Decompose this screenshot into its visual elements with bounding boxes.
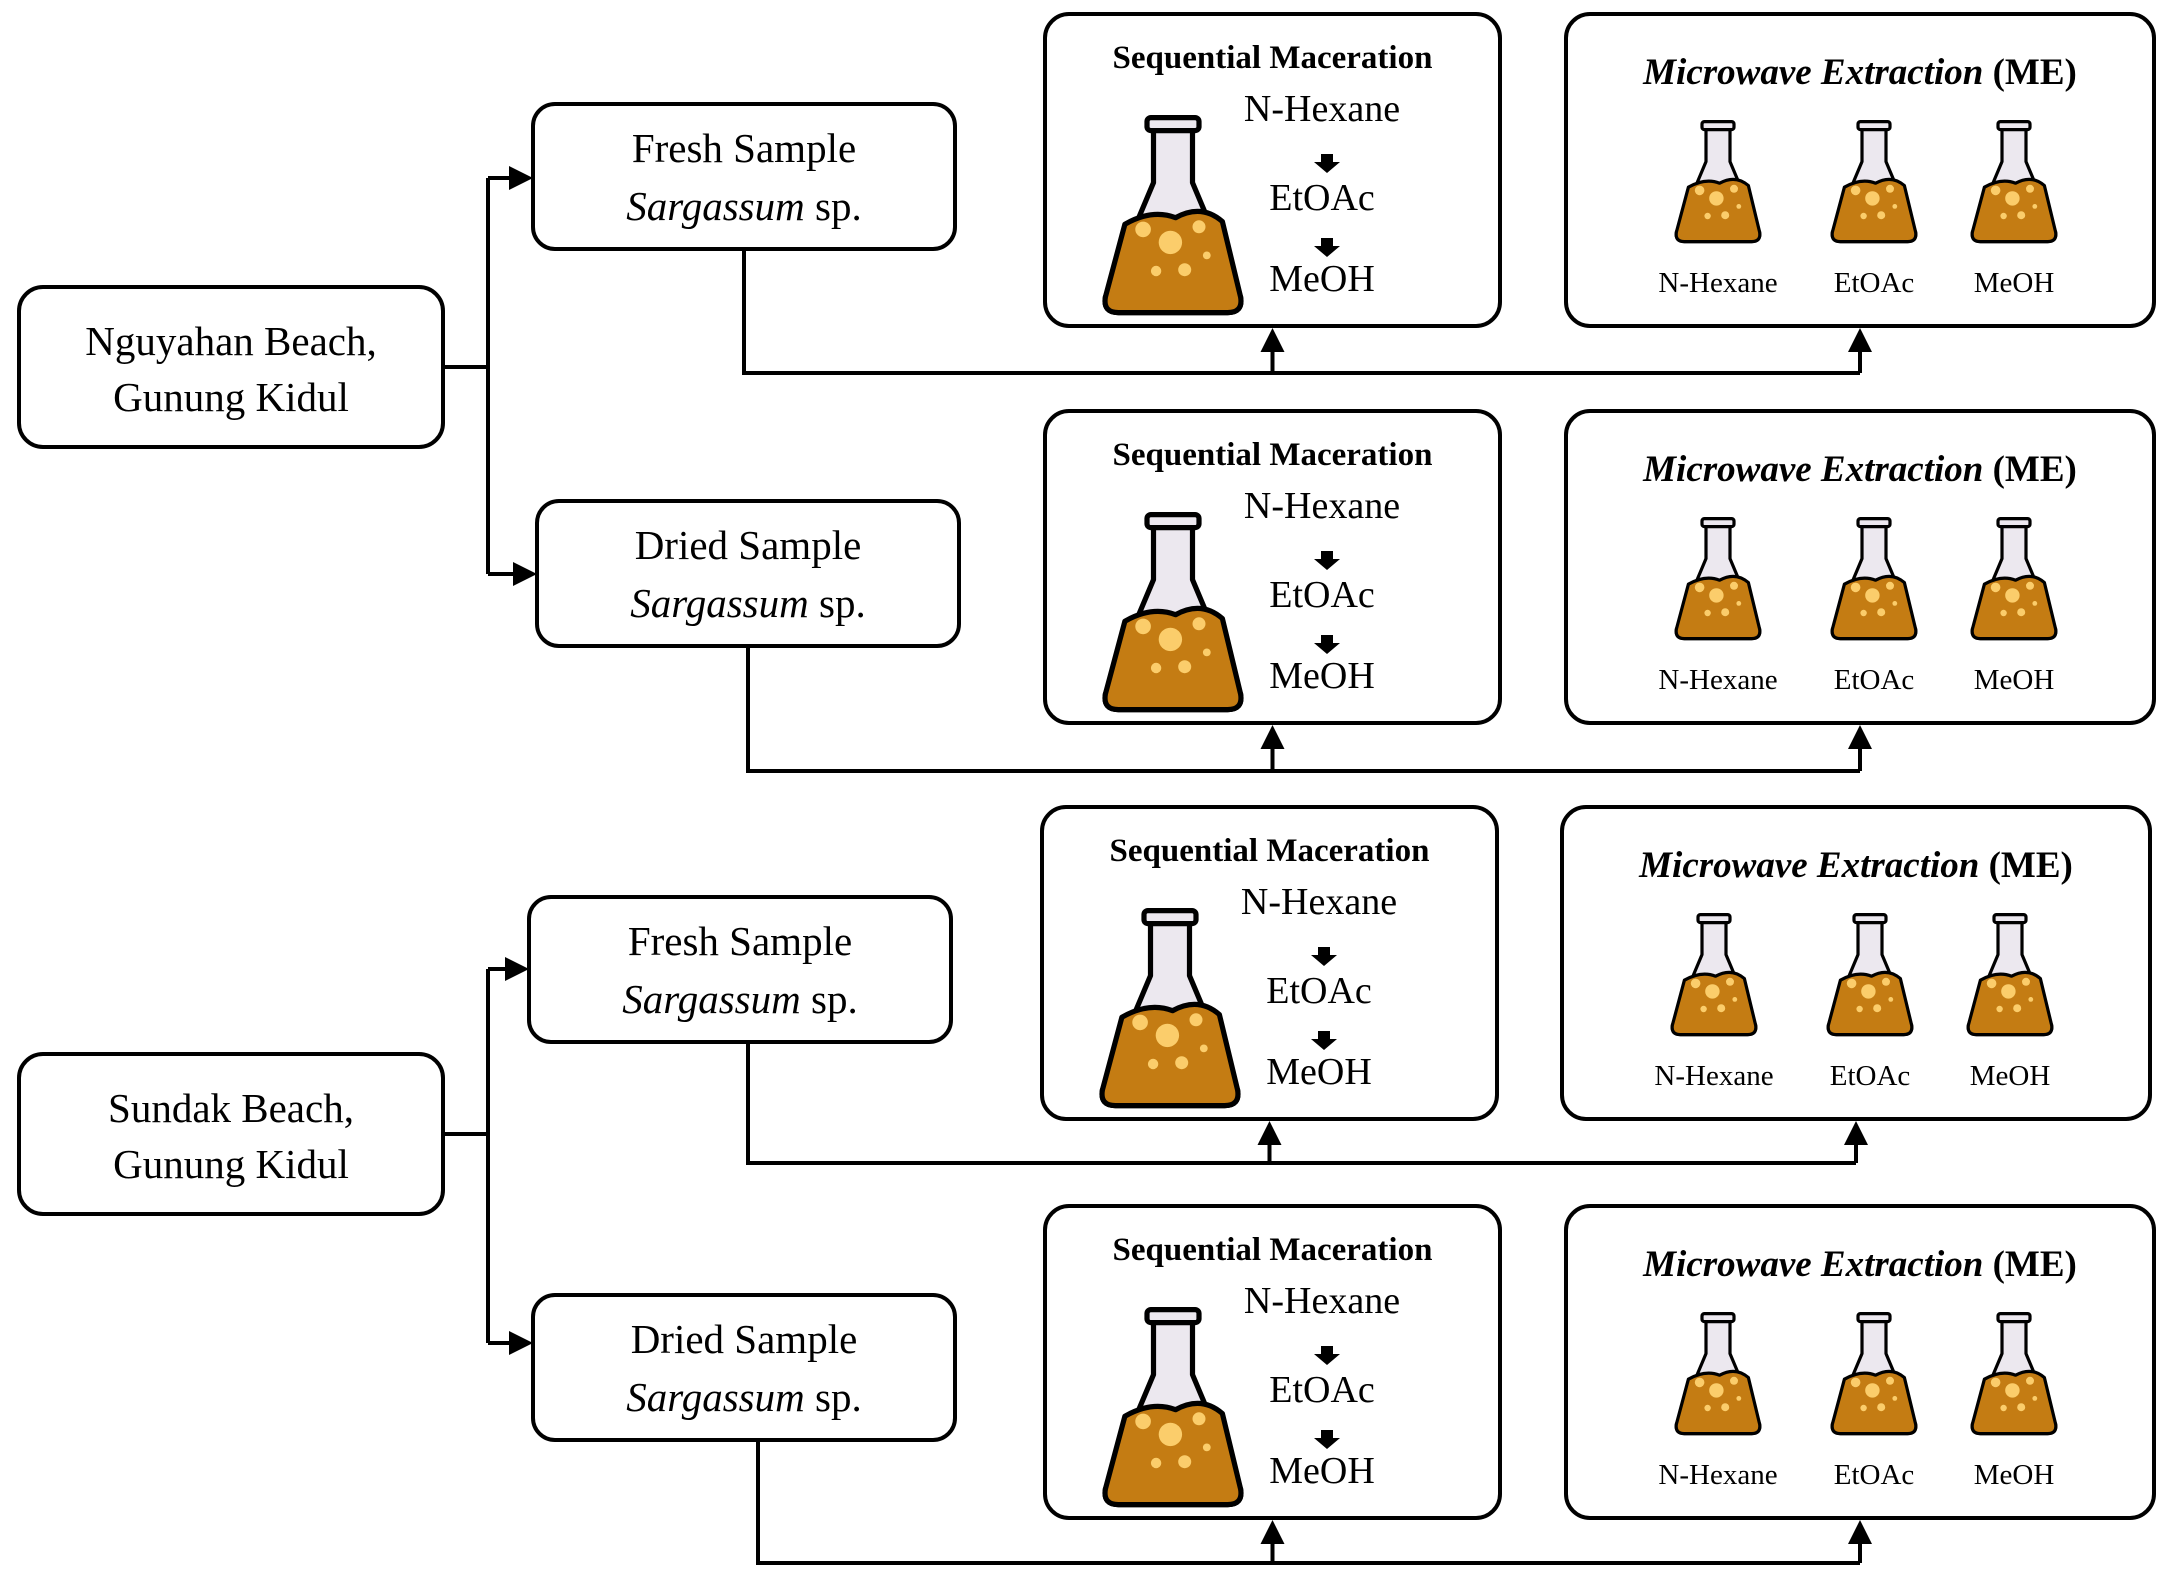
location-region: Gunung Kidul xyxy=(113,374,349,420)
sample-box xyxy=(531,1293,957,1442)
sample-species: Sargassum sp. xyxy=(622,976,857,1022)
arrow-to-sample xyxy=(509,166,533,190)
microwave-solvent: MeOH xyxy=(1974,1459,2055,1491)
microwave-solvent: N-Hexane xyxy=(1658,267,1777,299)
microwave-title-abbr: (ME) xyxy=(1983,449,2077,490)
microwave-solvent: MeOH xyxy=(1974,267,2055,299)
microwave-title-main: Microwave Extraction xyxy=(1642,52,1983,93)
microwave-title-main: Microwave Extraction xyxy=(1642,1244,1983,1285)
location-box xyxy=(17,1052,445,1216)
sample-box xyxy=(527,895,953,1044)
maceration-title: Sequential Maceration xyxy=(1110,833,1430,869)
species-genus: Sargassum xyxy=(626,1374,804,1420)
microwave-solvent: N-Hexane xyxy=(1658,664,1777,696)
arrow-to-maceration xyxy=(1260,1520,1285,1544)
branch-connector xyxy=(443,178,490,574)
maceration-step: MeOH xyxy=(1269,258,1375,300)
species-genus: Sargassum xyxy=(626,183,804,229)
maceration-step: N-Hexane xyxy=(1244,485,1400,527)
species-genus: Sargassum xyxy=(630,580,808,626)
maceration-step: MeOH xyxy=(1266,1051,1372,1093)
maceration-step: N-Hexane xyxy=(1241,881,1397,923)
microwave-title: Microwave Extraction (ME) xyxy=(1642,52,2077,93)
location-name: Sundak Beach, xyxy=(108,1085,354,1131)
microwave-title-abbr: (ME) xyxy=(1983,52,2077,93)
feed-connector xyxy=(742,249,1862,375)
feed-connector xyxy=(746,646,1862,773)
maceration-step: N-Hexane xyxy=(1244,1280,1400,1322)
species-suffix: sp. xyxy=(805,183,862,229)
arrow-to-sample xyxy=(509,1331,533,1355)
maceration-step: N-Hexane xyxy=(1244,88,1400,130)
microwave-title-abbr: (ME) xyxy=(1983,1244,2077,1285)
maceration-step: EtOAc xyxy=(1266,970,1372,1012)
microwave-solvent: EtOAc xyxy=(1834,267,1915,299)
microwave-solvent: EtOAc xyxy=(1834,664,1915,696)
arrow-to-microwave xyxy=(1848,328,1872,352)
maceration-step: EtOAc xyxy=(1269,1369,1375,1411)
maceration-title: Sequential Maceration xyxy=(1113,40,1433,76)
arrow-to-sample xyxy=(505,957,529,981)
branch-connector xyxy=(443,969,490,1343)
microwave-solvent: MeOH xyxy=(1974,664,2055,696)
location-box xyxy=(17,285,445,449)
microwave-title-main: Microwave Extraction xyxy=(1638,845,1979,886)
microwave-solvent: N-Hexane xyxy=(1654,1060,1773,1092)
sample-species: Sargassum sp. xyxy=(630,580,865,626)
microwave-solvent: MeOH xyxy=(1970,1060,2051,1092)
location-region: Gunung Kidul xyxy=(113,1141,349,1187)
maceration-step: EtOAc xyxy=(1269,574,1375,616)
arrow-to-maceration xyxy=(1257,1121,1282,1145)
arrow-to-microwave xyxy=(1848,1520,1872,1544)
microwave-solvent: EtOAc xyxy=(1834,1459,1915,1491)
maceration-title: Sequential Maceration xyxy=(1113,437,1433,473)
feed-connector xyxy=(756,1440,1862,1565)
species-suffix: sp. xyxy=(809,580,866,626)
maceration-title: Sequential Maceration xyxy=(1113,1232,1433,1268)
sample-type: Fresh Sample xyxy=(628,918,852,964)
sample-type: Dried Sample xyxy=(631,1316,858,1362)
maceration-step: EtOAc xyxy=(1269,177,1375,219)
arrow-to-microwave xyxy=(1848,725,1872,749)
arrow-to-maceration xyxy=(1260,725,1285,749)
sample-type: Fresh Sample xyxy=(632,125,856,171)
maceration-step: MeOH xyxy=(1269,1450,1375,1492)
microwave-title: Microwave Extraction (ME) xyxy=(1642,449,2077,490)
location-name: Nguyahan Beach, xyxy=(85,318,376,364)
sample-species: Sargassum sp. xyxy=(626,183,861,229)
microwave-title-abbr: (ME) xyxy=(1979,845,2073,886)
species-suffix: sp. xyxy=(805,1374,862,1420)
sample-species: Sargassum sp. xyxy=(626,1374,861,1420)
arrow-to-maceration xyxy=(1260,328,1285,352)
microwave-solvent: N-Hexane xyxy=(1658,1459,1777,1491)
microwave-title-main: Microwave Extraction xyxy=(1642,449,1983,490)
maceration-step: MeOH xyxy=(1269,655,1375,697)
microwave-title: Microwave Extraction (ME) xyxy=(1638,845,2073,886)
feed-connector xyxy=(746,1042,1858,1165)
microwave-title: Microwave Extraction (ME) xyxy=(1642,1244,2077,1285)
species-genus: Sargassum xyxy=(622,976,800,1022)
microwave-solvent: EtOAc xyxy=(1830,1060,1911,1092)
arrow-to-microwave xyxy=(1844,1121,1868,1145)
arrow-to-sample xyxy=(513,562,537,586)
species-suffix: sp. xyxy=(801,976,858,1022)
sample-type: Dried Sample xyxy=(635,522,862,568)
